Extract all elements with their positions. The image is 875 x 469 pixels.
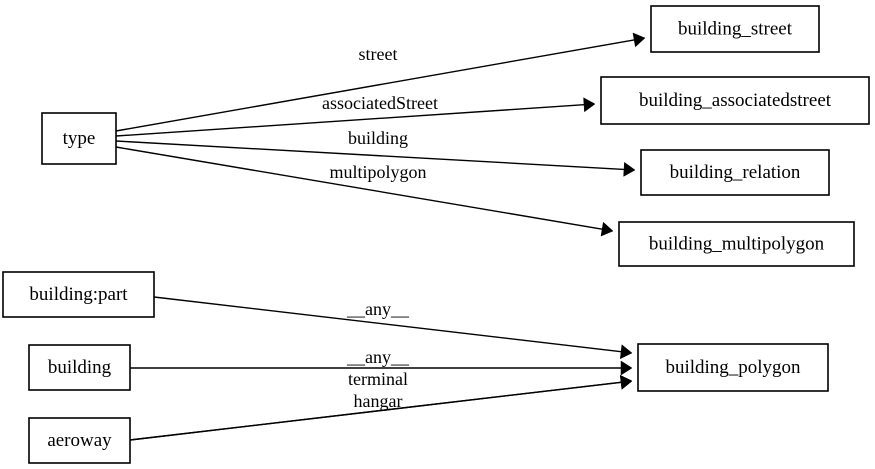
edge-label-street: street bbox=[359, 44, 398, 64]
node-building_relation[interactable]: building_relation bbox=[640, 149, 830, 196]
edge-type-to-building_street bbox=[115, 32, 646, 132]
edge-label-any: __any__ bbox=[346, 299, 410, 319]
node-box[interactable] bbox=[618, 221, 855, 267]
arrowhead-icon bbox=[583, 97, 596, 113]
arrowhead-icon bbox=[619, 374, 633, 390]
edge-label-any: __any__ bbox=[346, 347, 410, 367]
arrowhead-icon bbox=[623, 161, 636, 177]
node-label: building_multipolygon bbox=[649, 233, 825, 254]
edge-labels-layer: street associatedStreet building multipolyg… bbox=[322, 44, 438, 411]
node-box[interactable] bbox=[600, 76, 870, 125]
edge-label-building: building bbox=[348, 128, 408, 148]
node-label: building bbox=[48, 357, 112, 378]
node-box[interactable] bbox=[41, 112, 117, 165]
edge-building_part-to-building_polygon bbox=[153, 296, 633, 360]
node-label: building_associatedstreet bbox=[639, 90, 832, 111]
edge-aeroway-to-building_polygon bbox=[129, 374, 633, 441]
node-label: building_polygon bbox=[665, 357, 801, 378]
edge-type-to-building_associatedstreet bbox=[115, 97, 596, 137]
edge-line bbox=[115, 146, 603, 230]
node-building[interactable]: building bbox=[28, 344, 131, 391]
edge-type-to-building_relation bbox=[115, 140, 636, 177]
arrowhead-icon bbox=[632, 32, 646, 48]
edge-line bbox=[115, 39, 635, 132]
edge-label-terminal: terminal bbox=[348, 369, 408, 389]
node-building_associatedstreet[interactable]: building_associatedstreet bbox=[600, 76, 870, 125]
node-label: building_relation bbox=[670, 162, 801, 183]
node-label: building_street bbox=[678, 18, 793, 39]
node-label: type bbox=[63, 128, 96, 149]
edge-label-associatedstreet: associatedStreet bbox=[322, 93, 438, 113]
node-box[interactable] bbox=[650, 5, 820, 53]
nodes-layer: type building_street building_associatedst… bbox=[2, 5, 870, 464]
node-building_polygon[interactable]: building_polygon bbox=[637, 343, 829, 392]
arrowhead-icon bbox=[600, 221, 614, 237]
node-type[interactable]: type bbox=[41, 112, 117, 165]
edge-line bbox=[115, 104, 585, 137]
node-box[interactable] bbox=[637, 343, 829, 392]
edges-layer bbox=[115, 32, 646, 441]
node-box[interactable] bbox=[28, 344, 131, 391]
edge-line bbox=[129, 381, 622, 441]
edge-label-hangar: hangar bbox=[354, 391, 403, 411]
edge-line bbox=[153, 296, 622, 353]
edge-type-to-building_multipolygon bbox=[115, 146, 614, 237]
node-building_multipolygon[interactable]: building_multipolygon bbox=[618, 221, 855, 267]
node-box[interactable] bbox=[28, 417, 131, 464]
edge-label-multipolygon: multipolygon bbox=[329, 162, 426, 182]
node-building_part[interactable]: building:part bbox=[2, 271, 155, 318]
node-box[interactable] bbox=[640, 149, 830, 196]
node-aeroway[interactable]: aeroway bbox=[28, 417, 131, 464]
node-label: building:part bbox=[29, 284, 128, 305]
arrowhead-icon bbox=[619, 344, 633, 360]
node-building_street[interactable]: building_street bbox=[650, 5, 820, 53]
node-box[interactable] bbox=[2, 271, 155, 318]
arrowhead-icon bbox=[620, 360, 633, 376]
edge-building-to-building_polygon bbox=[130, 360, 633, 376]
node-label: aeroway bbox=[47, 430, 112, 451]
edge-line bbox=[115, 140, 625, 171]
